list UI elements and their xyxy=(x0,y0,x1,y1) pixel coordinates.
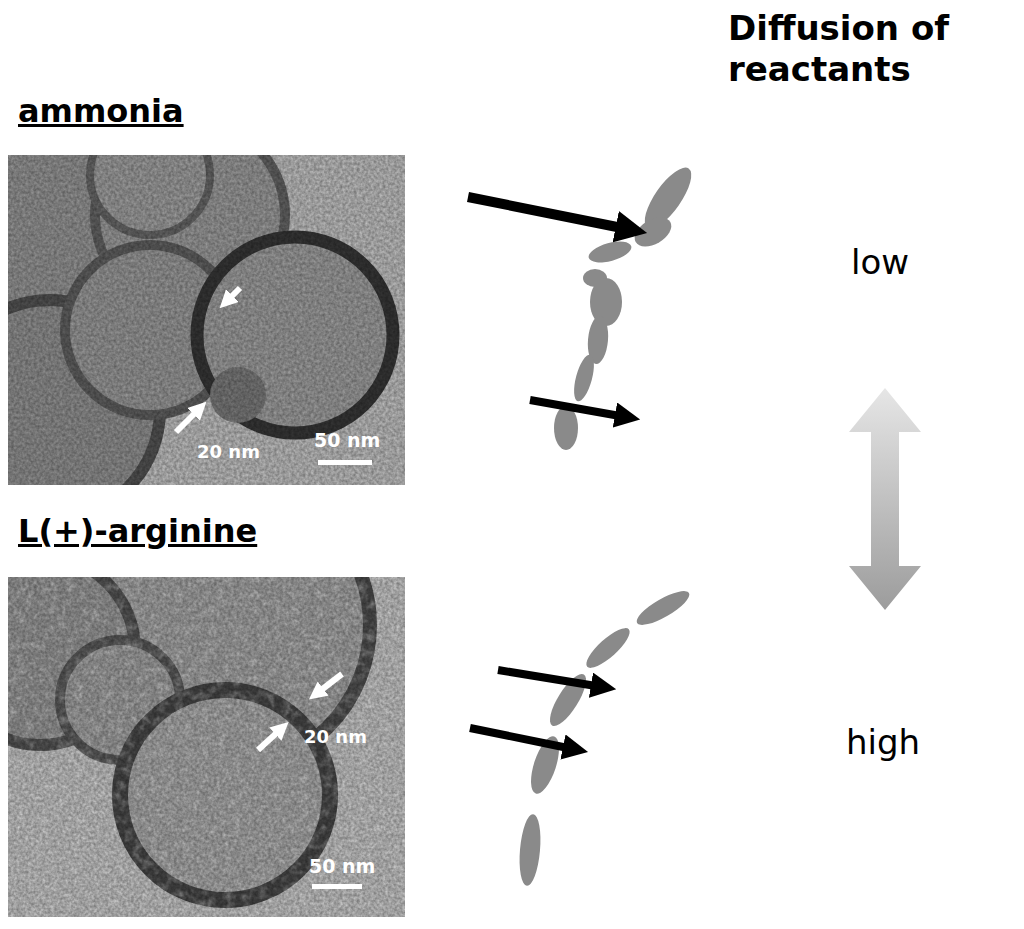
level-label: low xyxy=(851,242,909,283)
sample-name: L(+)-arginine xyxy=(18,512,257,550)
wall-arrow xyxy=(176,408,200,432)
scale-label: 50 nm xyxy=(309,855,375,878)
wall-arrow xyxy=(226,288,240,302)
dimension-label: 20 nm xyxy=(197,441,260,463)
scale-bar xyxy=(312,884,362,889)
double-arrow xyxy=(849,388,921,610)
scale-label: 50 nm xyxy=(314,429,380,452)
dimension-label: 20 nm xyxy=(304,726,367,748)
level-label: high xyxy=(846,722,920,763)
wall-arrow xyxy=(316,674,342,694)
tem-image-ammonia xyxy=(8,155,405,485)
tem-image-arginine xyxy=(8,577,405,917)
diffusion-arrow xyxy=(468,197,622,228)
diffusion-arrow xyxy=(470,728,568,748)
wall-arrow xyxy=(258,728,282,750)
diffusion-arrow xyxy=(530,400,620,416)
particle-wall-porous xyxy=(517,585,694,887)
scale-bar xyxy=(318,460,372,465)
sample-name: ammonia xyxy=(18,92,184,130)
axis-title: Diffusion of reactants xyxy=(728,8,1020,90)
diffusion-arrow xyxy=(498,670,596,686)
